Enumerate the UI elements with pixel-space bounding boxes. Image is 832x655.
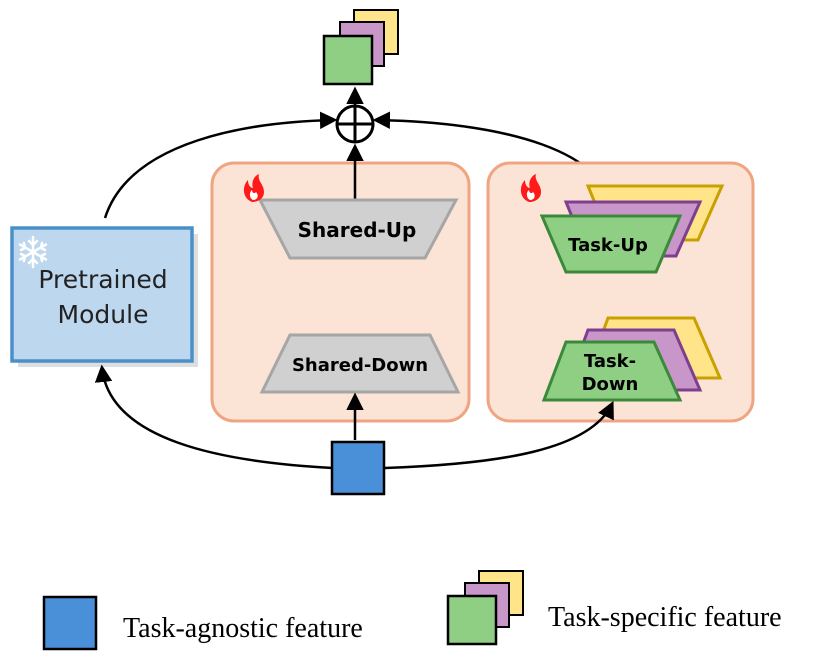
pretrained-module-label-line2: Module — [58, 300, 149, 329]
shared-up-block — [257, 198, 459, 260]
input-feature-square — [330, 440, 386, 496]
legend-agnostic-swatch — [42, 595, 98, 651]
input-to-task-down-arrow — [384, 400, 614, 470]
pretrained-to-sum-arrow — [103, 111, 338, 219]
task-up-stack — [539, 184, 725, 274]
legend-specific-swatch — [446, 570, 524, 646]
snowflake-icon — [18, 235, 48, 269]
sum-symbol — [335, 104, 375, 144]
task-down-label-line1: Task- — [584, 351, 636, 372]
legend-agnostic-label: Task-agnostic feature — [123, 613, 363, 644]
task-down-stack — [541, 316, 723, 402]
task-up-block — [539, 214, 683, 274]
flame-icon — [520, 174, 541, 202]
shared-up-label: Shared-Up — [298, 218, 417, 242]
output-feature-stack — [322, 9, 399, 86]
shared-down-block — [259, 333, 461, 394]
input-to-pretrained-arrow — [94, 364, 334, 470]
pretrained-module — [10, 226, 198, 367]
task-down-label-line2: Down — [582, 374, 639, 395]
flame-icon — [243, 174, 264, 202]
pretrained-module-label-line1: Pretrained — [38, 265, 167, 294]
shared-down-label: Shared-Down — [292, 355, 428, 376]
legend-specific-label: Task-specific feature — [548, 602, 782, 633]
legend: Task-agnostic feature Task-specific feat… — [42, 570, 782, 651]
task-up-label: Task-Up — [568, 235, 648, 256]
task-down-block — [541, 340, 683, 402]
